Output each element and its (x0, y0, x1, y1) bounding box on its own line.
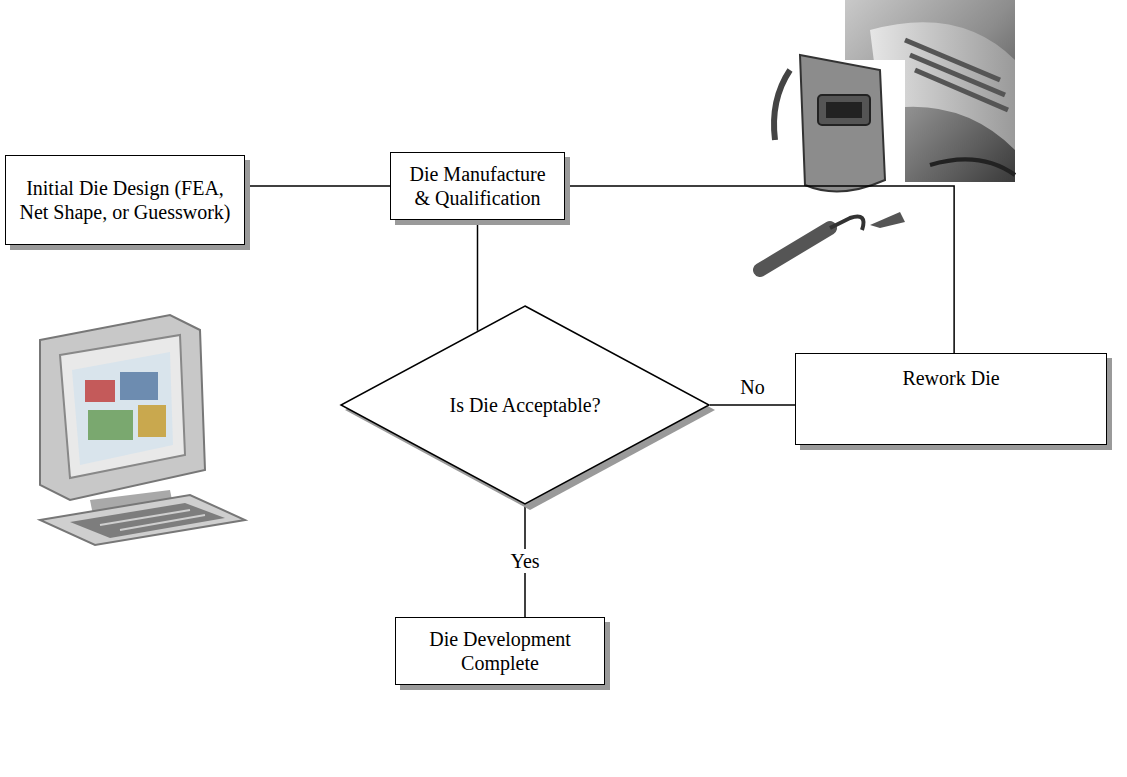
node-text: Initial Die Design (FEA, Net Shape, or G… (15, 176, 235, 224)
decision-diamond: Is Die Acceptable? (340, 305, 710, 505)
connector (710, 405, 795, 406)
node-text: Die Development Complete (405, 627, 595, 675)
connector (477, 220, 478, 331)
node-text: Rework Die (902, 366, 999, 390)
computer-icon (40, 315, 245, 545)
node-text: Is Die Acceptable? (449, 393, 600, 417)
edge-label: No (737, 375, 767, 399)
process-box: Rework Die (795, 353, 1107, 445)
connector (245, 186, 390, 187)
end-box: Die Development Complete (395, 617, 605, 685)
edge-label: Yes (507, 549, 542, 573)
connector (565, 186, 954, 353)
die-photo (780, 0, 1015, 230)
process-box: Die Manufacture & Qualification (390, 152, 565, 220)
node-text: Die Manufacture & Qualification (400, 162, 555, 210)
design-box: Initial Die Design (FEA, Net Shape, or G… (5, 155, 245, 245)
welding-tools (760, 55, 905, 270)
